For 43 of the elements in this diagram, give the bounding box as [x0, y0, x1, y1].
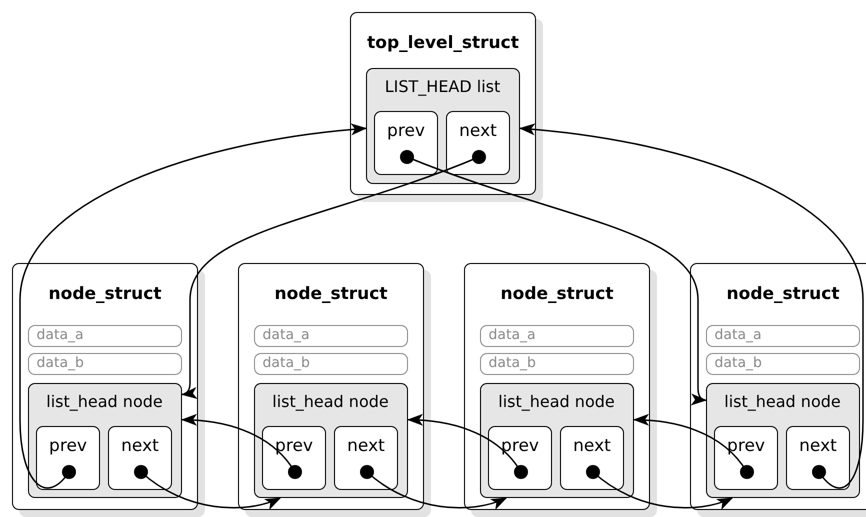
field-box: data_b: [480, 352, 634, 374]
pointer-box: prev: [488, 426, 552, 490]
list-head-box: [480, 382, 634, 498]
arrow: [586, 465, 734, 510]
field-box: data_a: [706, 324, 860, 346]
list-head-box: [28, 382, 182, 498]
field-box: data_a: [28, 324, 182, 346]
list-head-title: list_head node: [271, 392, 390, 410]
list-head-title: list_head node: [723, 392, 842, 410]
pointer-box: next: [786, 426, 850, 490]
pointer-box: prev: [374, 111, 438, 175]
pointer-box: next: [334, 426, 398, 490]
arrow: [181, 414, 302, 479]
struct-title: node_struct: [500, 284, 614, 304]
arrow: [360, 465, 508, 510]
field-box: data_b: [706, 352, 860, 374]
pointer-box: next: [560, 426, 624, 490]
field-box: data_a: [254, 324, 408, 346]
arrow: [19, 124, 367, 488]
pointer-box: prev: [714, 426, 778, 490]
pointer-box: prev: [262, 426, 326, 490]
arrow: [181, 150, 486, 398]
arrow: [400, 150, 707, 404]
struct-title: top_level_struct: [366, 33, 520, 53]
arrow: [407, 414, 528, 479]
list-head-box: [254, 382, 408, 498]
field-box: data_a: [480, 324, 634, 346]
pointer-box: prev: [36, 426, 100, 490]
list-head-title: LIST_HEAD list: [384, 76, 502, 96]
struct-title: node_struct: [48, 284, 162, 304]
list-head-title: list_head node: [497, 392, 616, 410]
arrow: [519, 124, 864, 488]
pointer-box: next: [108, 426, 172, 490]
field-box: data_b: [28, 352, 182, 374]
pointer-box: next: [446, 111, 510, 175]
list-head-box: [706, 382, 860, 498]
list-head-title: list_head node: [45, 392, 164, 410]
arrow: [633, 414, 754, 479]
struct-title: node_struct: [274, 284, 388, 304]
struct-title: node_struct: [726, 284, 840, 304]
field-box: data_b: [254, 352, 408, 374]
list-head-box: [366, 68, 520, 184]
arrow: [134, 465, 282, 510]
